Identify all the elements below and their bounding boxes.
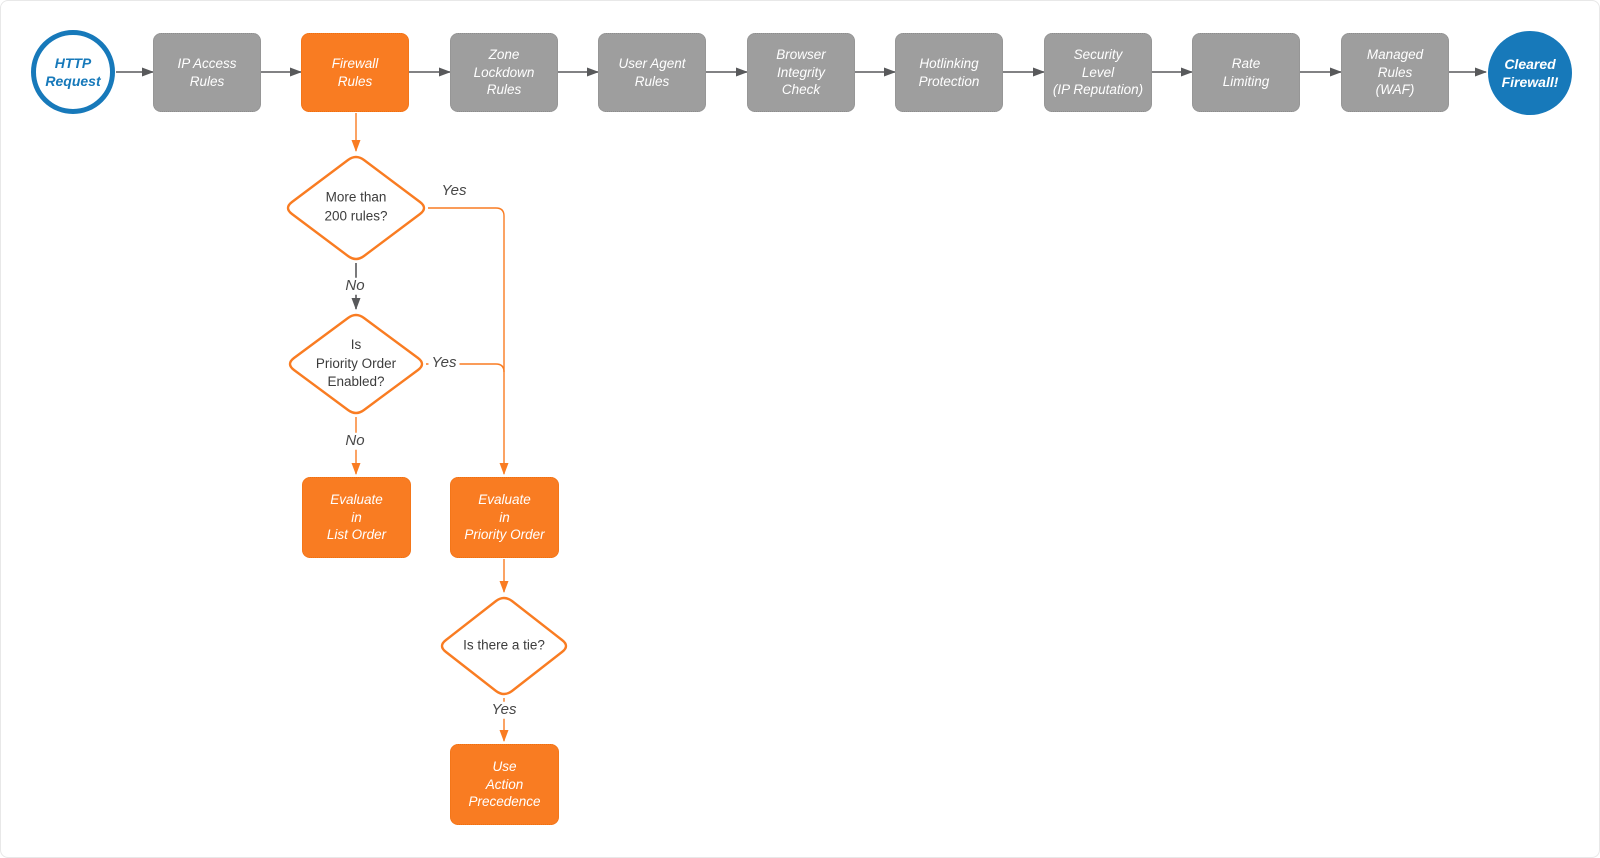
stage-browser-integrity-check: Browser Integrity Check bbox=[747, 33, 855, 112]
decision-more-than-200-rules-label: More than 200 rules? bbox=[324, 189, 388, 223]
stage-label: Firewall Rules bbox=[331, 55, 379, 89]
action-use-action-precedence: Use Action Precedence bbox=[450, 744, 559, 825]
arrow-decision-2-yes bbox=[426, 363, 505, 373]
stage-label: Managed Rules (WAF) bbox=[1366, 46, 1424, 98]
edge-label-yes-decision-2: Yes bbox=[428, 354, 460, 372]
decision-more-than-200-rules-shape bbox=[286, 155, 426, 261]
stage-label: Zone Lockdown Rules bbox=[473, 46, 535, 98]
start-node-label: HTTP Request bbox=[45, 54, 101, 89]
edge-label-yes-decision-1: Yes bbox=[438, 182, 470, 200]
end-node-label: Cleared Firewall! bbox=[1501, 55, 1559, 90]
decision-priority-order-enabled-shape bbox=[288, 313, 424, 415]
action-label: Use Action Precedence bbox=[468, 758, 541, 810]
action-label: Evaluate in List Order bbox=[326, 491, 387, 543]
decision-is-there-a-tie-label: Is there a tie? bbox=[463, 637, 545, 653]
action-label: Evaluate in Priority Order bbox=[464, 491, 545, 543]
arrow-decision-1-yes bbox=[428, 207, 509, 475]
stage-user-agent-rules: User Agent Rules bbox=[598, 33, 706, 112]
end-node-cleared-firewall: Cleared Firewall! bbox=[1488, 31, 1572, 115]
stage-label: Hotlinking Protection bbox=[918, 55, 980, 89]
edge-label-yes-decision-3: Yes bbox=[488, 701, 520, 719]
stage-managed-rules-waf: Managed Rules (WAF) bbox=[1341, 33, 1449, 112]
action-evaluate-in-list-order: Evaluate in List Order bbox=[302, 477, 411, 558]
edge-label-no-decision-2: No bbox=[342, 432, 368, 450]
stage-security-level: Security Level (IP Reputation) bbox=[1044, 33, 1152, 112]
stage-rate-limiting: Rate Limiting bbox=[1192, 33, 1300, 112]
start-node-http-request: HTTP Request bbox=[31, 30, 115, 114]
decision-priority-order-enabled-label: Is Priority Order Enabled? bbox=[315, 337, 397, 390]
edge-label-no-decision-1: No bbox=[342, 277, 368, 295]
stage-label: User Agent Rules bbox=[618, 55, 686, 89]
stage-ip-access-rules: IP Access Rules bbox=[153, 33, 261, 112]
decision-is-there-a-tie-shape bbox=[440, 596, 568, 696]
stage-label: Security Level (IP Reputation) bbox=[1052, 46, 1144, 98]
action-evaluate-in-priority-order: Evaluate in Priority Order bbox=[450, 477, 559, 558]
stage-label: IP Access Rules bbox=[177, 55, 237, 89]
stage-firewall-rules: Firewall Rules bbox=[301, 33, 409, 112]
stage-label: Browser Integrity Check bbox=[776, 46, 826, 98]
stage-label: Rate Limiting bbox=[1222, 55, 1270, 89]
stage-hotlinking-protection: Hotlinking Protection bbox=[895, 33, 1003, 112]
stage-zone-lockdown-rules: Zone Lockdown Rules bbox=[450, 33, 558, 112]
